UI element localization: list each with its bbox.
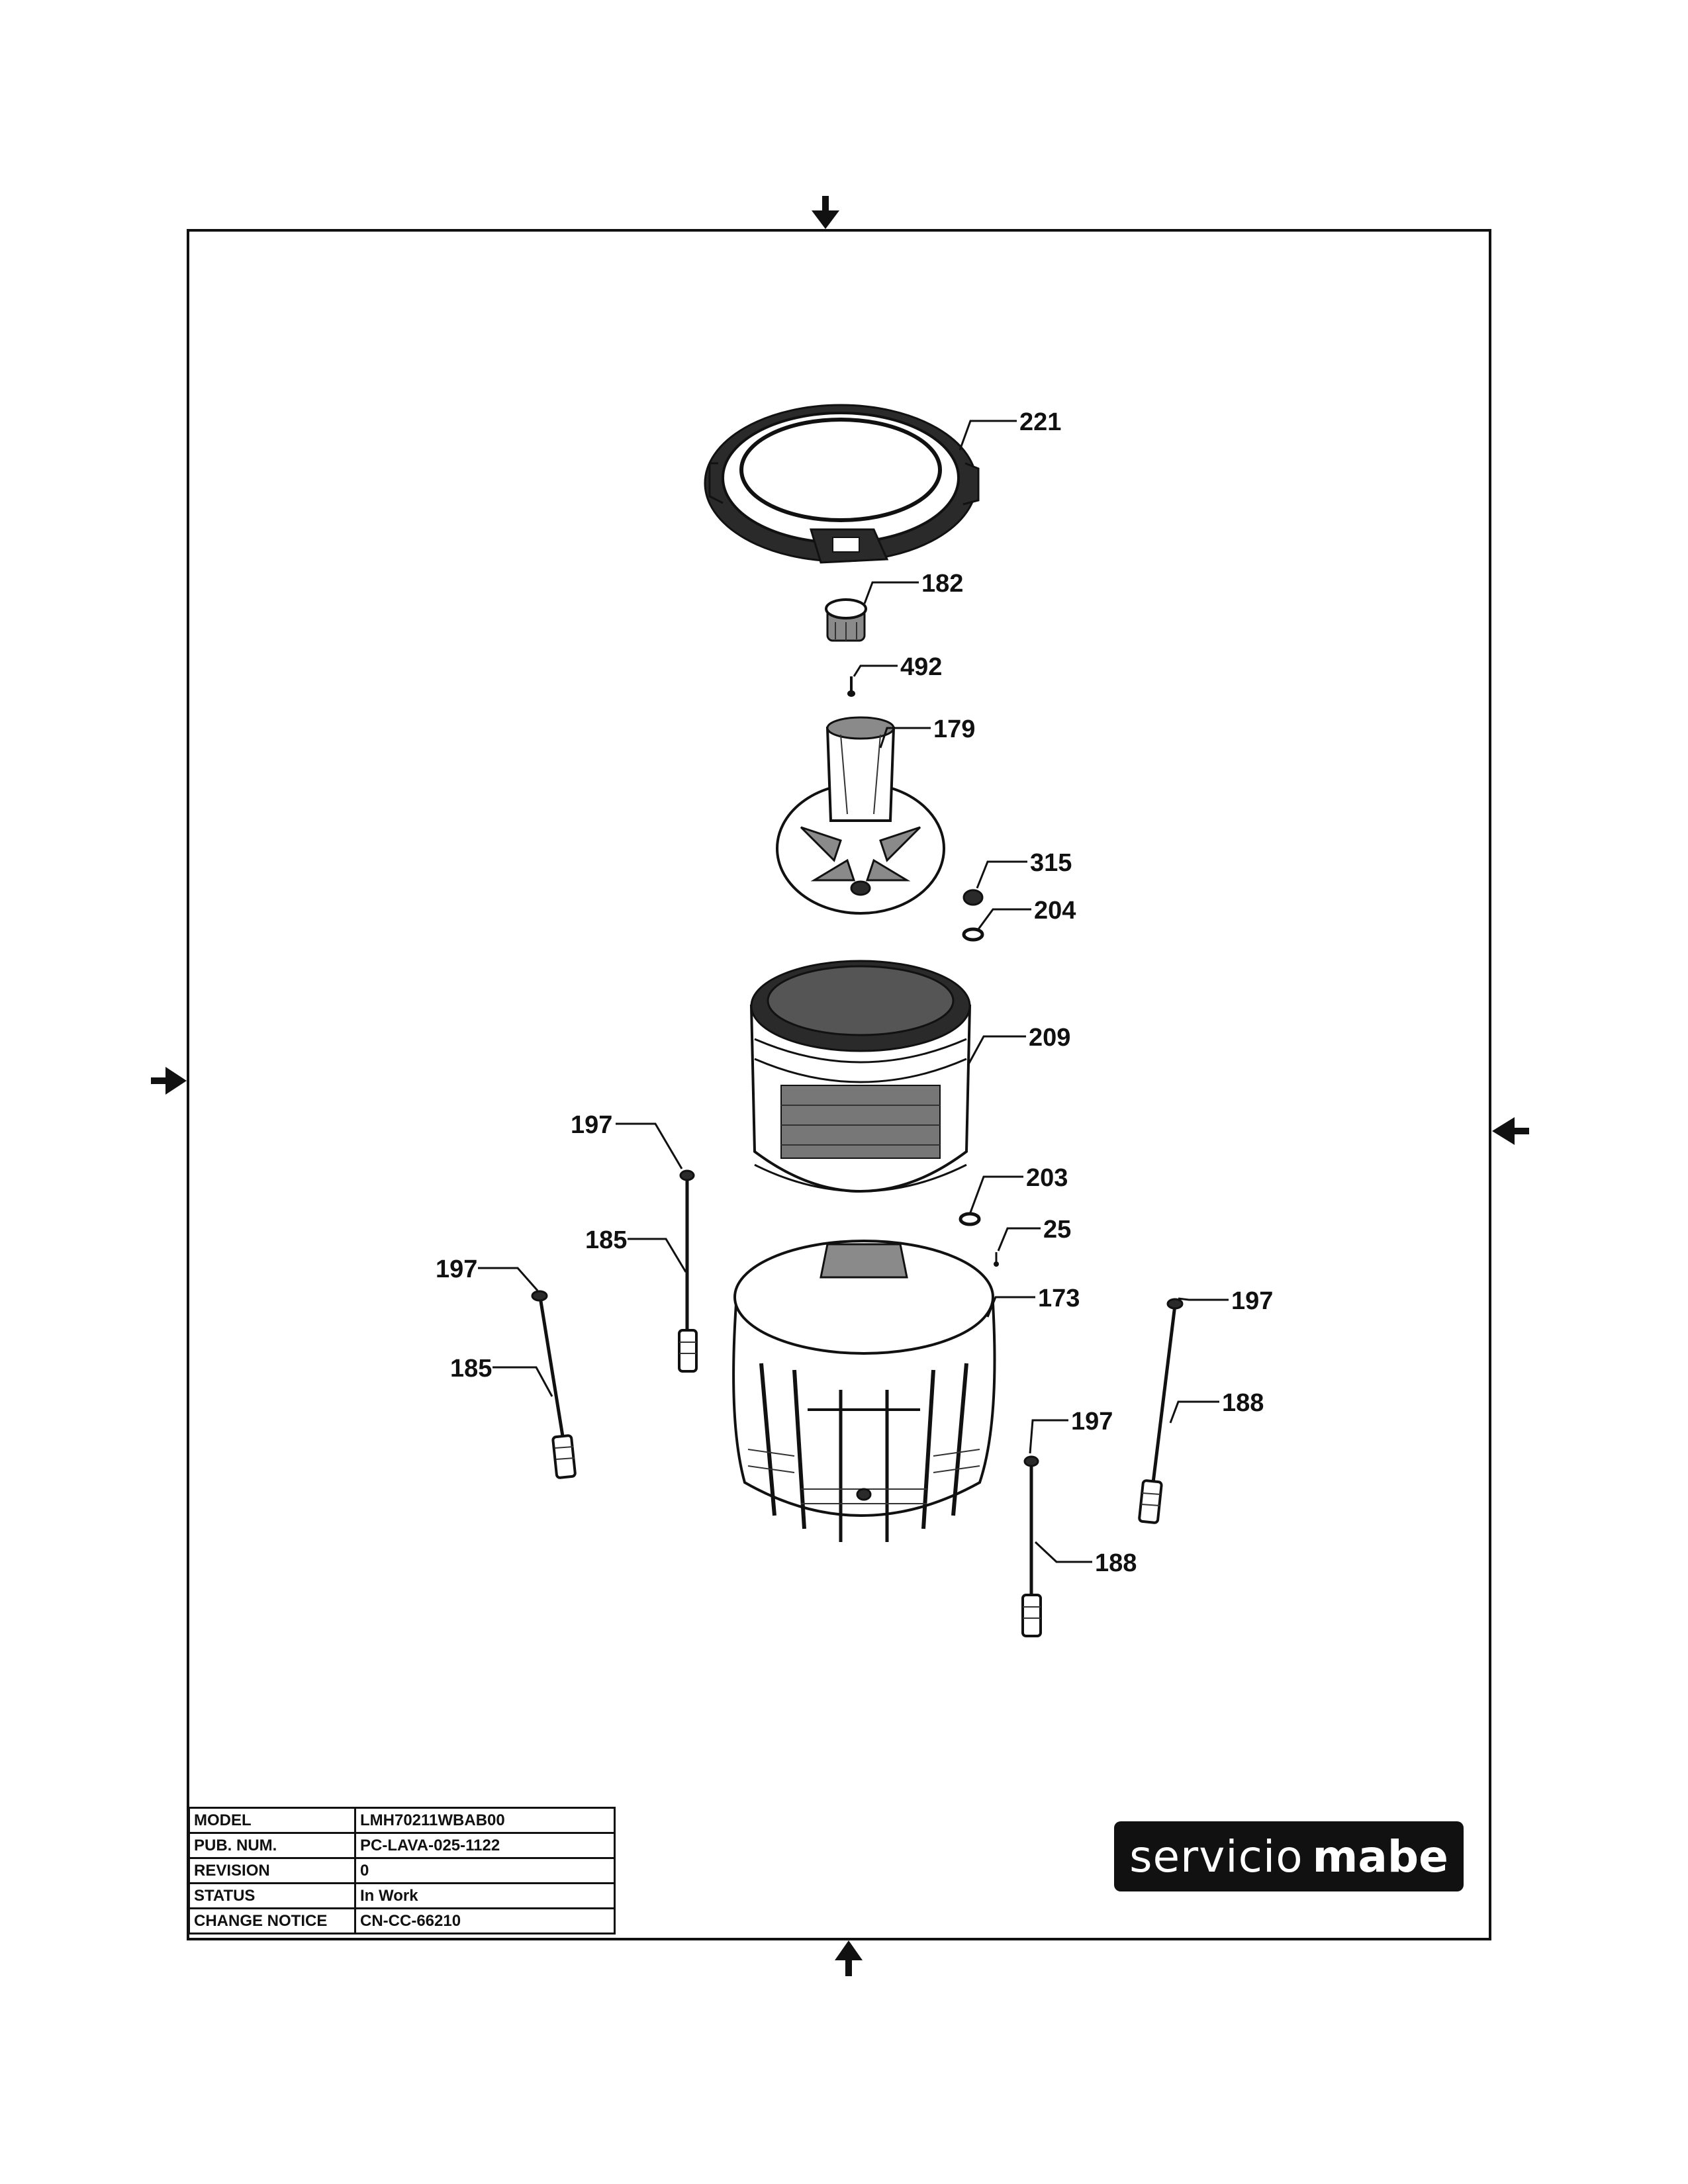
callout-197-center: 197 [1071, 1408, 1113, 1435]
title-value: CN-CC-66210 [354, 1907, 616, 1934]
callout-203: 203 [1026, 1164, 1068, 1192]
part-small-screw [994, 1252, 999, 1267]
part-suspension-rod-185-a [678, 1169, 698, 1373]
center-arrow-top [812, 196, 839, 229]
callout-25: 25 [1043, 1216, 1071, 1244]
title-key: MODEL [188, 1807, 356, 1834]
title-key: REVISION [188, 1857, 356, 1884]
title-row-revision: REVISION 0 [188, 1857, 616, 1884]
title-row-pub-num: PUB. NUM. PC-LAVA-025-1122 [188, 1832, 616, 1859]
callout-182: 182 [921, 570, 963, 598]
title-row-model: MODEL LMH70211WBAB00 [188, 1807, 616, 1834]
callout-492: 492 [900, 653, 942, 681]
callout-209: 209 [1029, 1024, 1070, 1052]
part-tub [732, 1240, 996, 1542]
part-washer-203 [959, 1212, 981, 1226]
callout-185-upper: 185 [585, 1226, 627, 1254]
callout-197-left: 197 [436, 1255, 477, 1283]
part-cap [825, 598, 867, 642]
title-key: PUB. NUM. [188, 1832, 356, 1859]
part-suspension-rod-185-b [531, 1290, 577, 1479]
part-impeller [776, 716, 945, 915]
callout-179: 179 [933, 715, 975, 743]
title-value: PC-LAVA-025-1122 [354, 1832, 616, 1859]
logo-text-bold: mabe [1312, 1831, 1448, 1882]
callout-188-right: 188 [1222, 1389, 1264, 1417]
part-nut [962, 889, 984, 906]
servicio-mabe-logo: servicio mabe [1114, 1821, 1464, 1891]
callout-204: 204 [1034, 897, 1076, 925]
title-value: LMH70211WBAB00 [354, 1807, 616, 1834]
drawing-frame [187, 229, 1491, 1940]
callout-197-right: 197 [1231, 1287, 1273, 1315]
leader-lines [478, 420, 1229, 1563]
part-basket [749, 960, 972, 1193]
title-row-change-notice: CHANGE NOTICE CN-CC-66210 [188, 1907, 616, 1934]
center-arrow-left [151, 1067, 187, 1095]
part-suspension-rod-188-a [1138, 1298, 1184, 1524]
title-block: MODEL LMH70211WBAB00 PUB. NUM. PC-LAVA-0… [188, 1807, 616, 1934]
callout-221: 221 [1019, 408, 1061, 436]
part-screw [847, 676, 855, 697]
title-value: In Work [354, 1882, 616, 1909]
part-tub-ring [704, 404, 980, 564]
callout-185-lower: 185 [450, 1355, 492, 1383]
part-washer-204 [962, 927, 984, 942]
callout-173: 173 [1038, 1285, 1080, 1312]
center-arrow-bottom [835, 1940, 863, 1976]
title-key: CHANGE NOTICE [188, 1907, 356, 1934]
callout-315: 315 [1030, 849, 1072, 877]
part-suspension-rod-188-b [1021, 1455, 1042, 1637]
callout-188-center: 188 [1095, 1549, 1137, 1577]
title-row-status: STATUS In Work [188, 1882, 616, 1909]
title-value: 0 [354, 1857, 616, 1884]
title-key: STATUS [188, 1882, 356, 1909]
callout-197-upper-left: 197 [571, 1111, 612, 1139]
center-arrow-right [1492, 1117, 1529, 1145]
logo-text-light: servicio [1129, 1831, 1303, 1882]
